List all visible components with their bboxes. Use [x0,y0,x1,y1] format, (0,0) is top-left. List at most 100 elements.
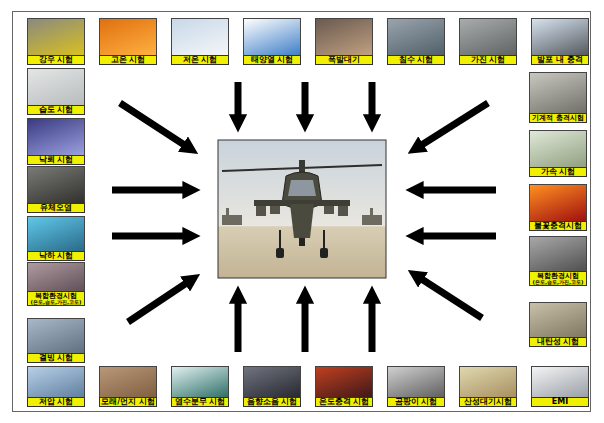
test-label: 낙하 시험 [27,251,85,261]
test-label: 낙뢰 시험 [27,155,85,165]
arrows [112,82,496,352]
test-name: 침수 시험 [389,56,443,64]
test-photo [531,18,589,56]
test-tile: 발포 내 충격 [531,18,589,65]
test-label: 음향소음 시험 [243,397,301,407]
test-photo [27,262,85,292]
test-tile: 유체오염 [27,166,85,213]
test-name: 가진 시험 [461,56,515,64]
test-tile: 강우 시험 [27,18,85,65]
test-label: 가속 시험 [529,167,587,177]
test-label: 폭발대기 [315,55,373,65]
test-tile: 복합환경시험(온도,습도,가진,고도) [529,236,587,286]
test-photo [529,130,587,168]
test-name: 불꽃충격시험 [531,222,585,230]
test-label: 산성대기시험 [459,397,517,407]
test-label: 복합환경시험(온도,습도,가진,고도) [27,291,85,306]
test-conditions: (온도,습도,가진,고도) [29,300,83,306]
test-name: 결빙 시험 [29,354,83,362]
test-label: 복합환경시험(온도,습도,가진,고도) [529,271,587,286]
test-photo [99,18,157,56]
test-tile: 고온 시험 [99,18,157,65]
test-tile: 태양열 시험 [243,18,301,65]
test-label: 기계적 충격시험 [529,113,587,123]
test-photo [529,184,587,222]
test-photo [387,18,445,56]
test-name: 모래/먼지 시험 [101,398,155,406]
test-name: 발포 내 충격 [533,56,587,64]
test-name: 강우 시험 [29,56,83,64]
test-label: EMI [531,397,589,407]
test-conditions: (온도,습도,가진,고도) [531,280,585,286]
test-tile: 산성대기시험 [459,366,517,407]
test-name: 태양열 시험 [245,56,299,64]
test-name: 낙하 시험 [29,252,83,260]
test-label: 발포 내 충격 [531,55,589,65]
test-name: 온도충격 시험 [317,398,371,406]
test-tile: 습도 시험 [27,68,85,115]
test-name: 고온 시험 [101,56,155,64]
test-name: 폭발대기 [317,56,371,64]
test-photo [529,236,587,272]
test-tile: 낙뢰 시험 [27,118,85,165]
test-photo [27,366,85,398]
test-tile: 가진 시험 [459,18,517,65]
test-tile: 내탄성 시험 [529,302,587,347]
test-tile: EMI [531,366,589,407]
test-label: 침수 시험 [387,55,445,65]
test-photo [27,216,85,252]
test-photo [315,366,373,398]
test-label: 온도충격 시험 [315,397,373,407]
test-label: 곰팡이 시험 [387,397,445,407]
test-photo [171,18,229,56]
test-label: 유체오염 [27,203,85,213]
test-name: 염수분무 시험 [173,398,227,406]
test-tile: 침수 시험 [387,18,445,65]
test-photo [459,18,517,56]
test-label: 습도 시험 [27,105,85,115]
test-name: 곰팡이 시험 [389,398,443,406]
test-photo [243,18,301,56]
test-label: 태양열 시험 [243,55,301,65]
test-label: 고온 시험 [99,55,157,65]
test-photo [27,318,85,354]
test-tile: 온도충격 시험 [315,366,373,407]
test-label: 결빙 시험 [27,353,85,363]
test-name: 저온 시험 [173,56,227,64]
test-name: 복합환경시험 [531,272,585,280]
test-tile: 음향소음 시험 [243,366,301,407]
test-label: 불꽃충격시험 [529,221,587,231]
test-name: 가속 시험 [531,168,585,176]
test-tile: 결빙 시험 [27,318,85,363]
test-tile: 낙하 시험 [27,216,85,261]
test-photo [171,366,229,398]
test-tile: 복합환경시험(온도,습도,가진,고도) [27,262,85,306]
test-tile: 곰팡이 시험 [387,366,445,407]
test-tile: 저압 시험 [27,366,85,407]
test-name: EMI [533,398,587,406]
test-tile: 기계적 충격시험 [529,72,587,123]
test-label: 가진 시험 [459,55,517,65]
test-tile: 가속 시험 [529,130,587,177]
helicopter-photo [218,140,386,278]
test-name: 복합환경시험 [29,292,83,300]
test-label: 모래/먼지 시험 [99,397,157,407]
test-tile: 염수분무 시험 [171,366,229,407]
test-name: 저압 시험 [29,398,83,406]
test-tile: 불꽃충격시험 [529,184,587,231]
test-photo [27,118,85,156]
test-photo [531,366,589,398]
test-name: 내탄성 시험 [531,338,585,346]
test-photo [529,302,587,338]
test-photo [387,366,445,398]
outer-frame [13,12,591,412]
test-label: 저압 시험 [27,397,85,407]
test-label: 염수분무 시험 [171,397,229,407]
test-label: 내탄성 시험 [529,337,587,347]
test-name: 습도 시험 [29,106,83,114]
test-label: 강우 시험 [27,55,85,65]
test-photo [243,366,301,398]
test-photo [27,68,85,106]
test-photo [99,366,157,398]
test-photo [27,166,85,204]
